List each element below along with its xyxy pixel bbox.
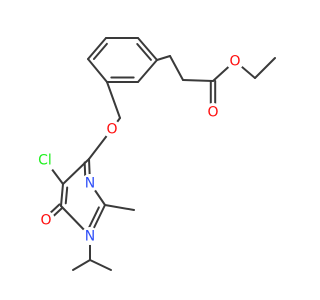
oxygen-ring-carbonyl-label-group: O [37, 211, 55, 229]
bond-ch2b-cco [182, 79, 214, 82]
oxygen-ester-ether-label-background [226, 52, 244, 70]
oxygen-ester-ether-label: O [229, 54, 240, 70]
atom-label-layer: O O O ClN O N [33, 52, 244, 245]
oxygen-benzyl-ether-label: O [106, 122, 117, 138]
bond-ipc-ip2 [89, 259, 112, 271]
chlorine-label: Cl [38, 153, 52, 169]
oxygen-benzyl-ether-label-group: O [103, 120, 121, 138]
nitrogen-ring-bottom-label: N [85, 229, 95, 245]
bond-ce1-ce2 [254, 57, 276, 79]
nitrogen-ring-bottom-label-background [81, 227, 99, 245]
nitrogen-ring-top-label-background [81, 174, 99, 192]
bond-ipc-ip1 [72, 259, 91, 271]
nitrogen-ring-bottom-label-group: N [81, 227, 99, 245]
oxygen-ester-carbonyl-label-group: O [204, 103, 222, 121]
bond-b1-b2-a [87, 37, 107, 60]
oxygen-ester-ether-label-group: O [226, 52, 244, 70]
bond-layer [43, 37, 276, 271]
bond-b6-b1 [87, 58, 108, 83]
bond-c6-c5-b [64, 186, 69, 205]
bond-b4-b5 [137, 59, 158, 83]
bond-c5-c4 [62, 158, 90, 185]
molecule-structure-diagram: O O O ClN O N [33, 37, 276, 271]
bond-b3-b4-a [137, 37, 158, 61]
bond-b1-b2-b [92, 42, 108, 60]
chlorine-label-group: Cl [33, 148, 57, 172]
bond-b3-b4-b [136, 43, 152, 61]
bond-c2-n1-b [87, 206, 100, 231]
chlorine-label-background [33, 148, 57, 172]
oxygen-ester-carbonyl-label-background [204, 103, 222, 121]
bond-b4-ch2a [156, 55, 171, 61]
nitrogen-ring-top-label: N [85, 176, 95, 192]
oxygen-ring-carbonyl-label: O [40, 213, 51, 229]
bond-ch2a-ch2b [169, 55, 184, 81]
bond-c6-c5-a [60, 183, 64, 207]
bond-b6-bch2 [106, 81, 121, 119]
oxygen-ester-carbonyl-label: O [207, 105, 218, 121]
bond-c2-me [104, 204, 135, 211]
oxygen-ring-carbonyl-label-background [37, 211, 55, 229]
nitrogen-ring-top-label-group: N [81, 174, 99, 192]
oxygen-benzyl-ether-label-background [103, 120, 121, 138]
